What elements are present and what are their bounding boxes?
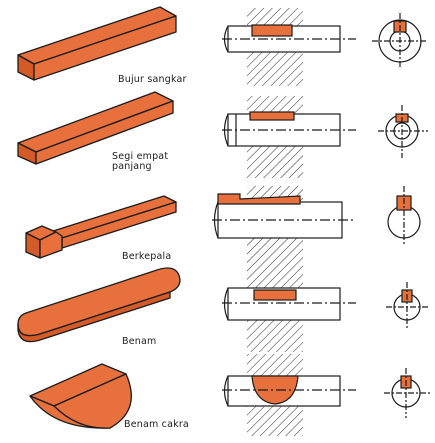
label-woodruff-key: Benam cakra: [124, 419, 189, 430]
gib-head-key-shaft-section: [212, 186, 356, 270]
row-5-woodruff-key: [29, 354, 430, 436]
row-1-square-key: [17, 6, 428, 86]
row-3-gib-head-key: [25, 186, 421, 270]
row-2-rectangular-key: [17, 91, 428, 178]
feather-key-cross-section: [386, 282, 430, 330]
gib-head-key-cross-section: [387, 186, 421, 244]
label-feather-key: Benam: [122, 336, 157, 347]
gib-head-key-drawing: [25, 195, 177, 259]
feather-key-drawing: [17, 267, 181, 343]
rectangular-key-shaft-section: [222, 96, 356, 178]
label-square-key: Bujur sangkar: [118, 74, 187, 85]
feather-key-shaft-section: [222, 270, 356, 352]
rectangular-key-drawing: [17, 91, 174, 165]
square-key-cross-section: [372, 13, 428, 69]
square-key-shaft-section: [222, 8, 356, 86]
label-gib-head-key: Berkepala: [122, 251, 172, 262]
row-4-feather-key: [17, 267, 430, 352]
woodruff-key-drawing: [29, 363, 132, 429]
label-rectangular-key: Segi empat panjang: [112, 151, 169, 172]
square-key-drawing: [17, 6, 177, 81]
woodruff-key-cross-section: [384, 368, 430, 418]
woodruff-key-shaft-section: [222, 354, 356, 436]
rectangular-key-cross-section: [378, 105, 428, 158]
